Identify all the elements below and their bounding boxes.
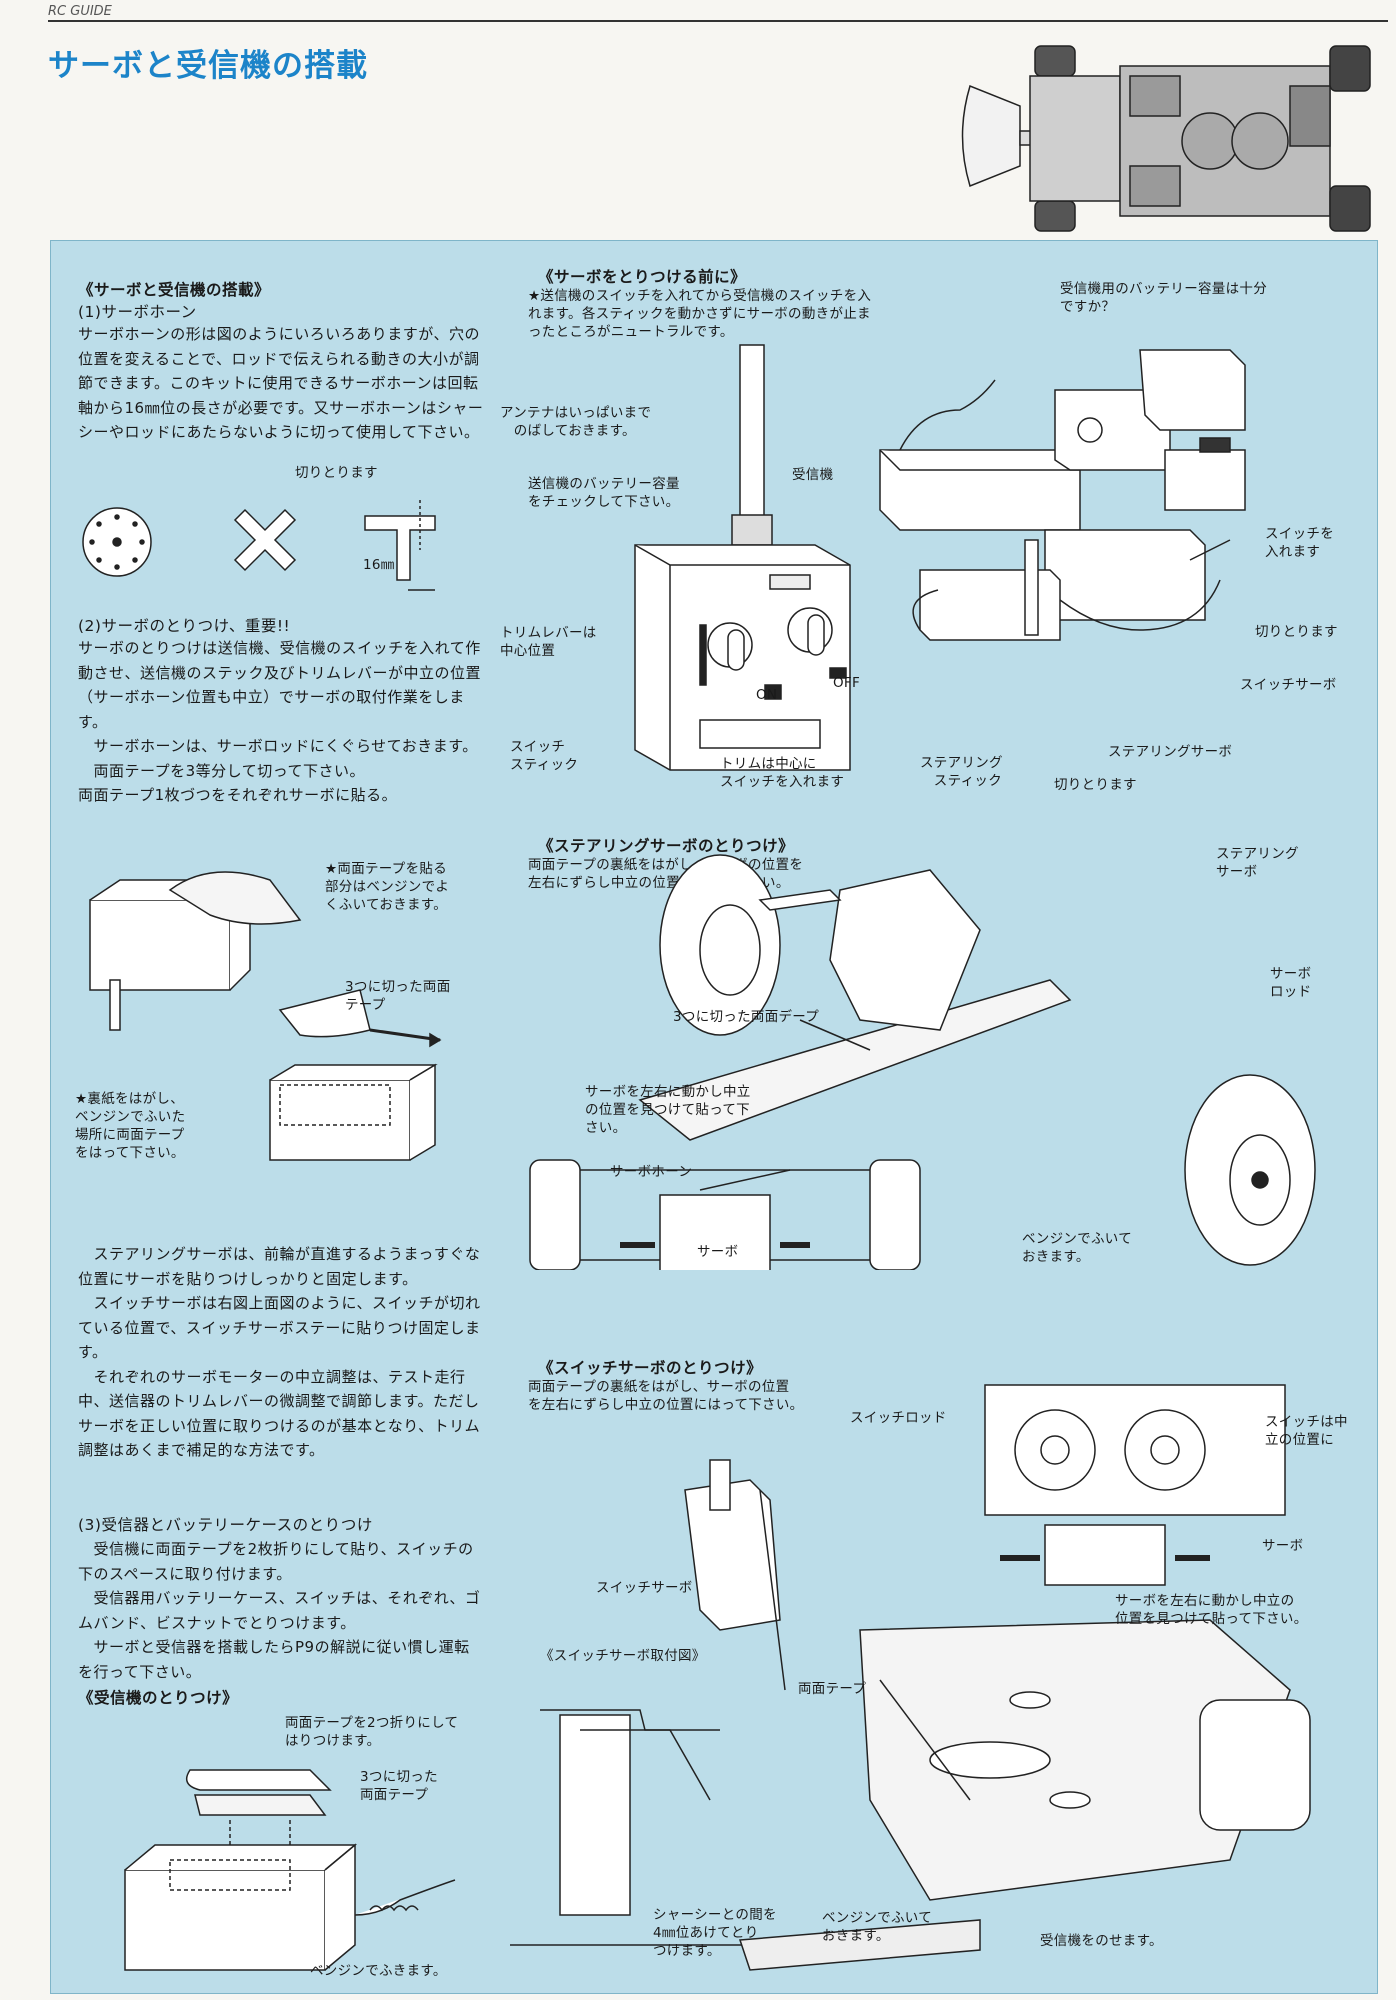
tape-cut-label: 3つに切った両面 テープ [345, 979, 451, 1013]
off-label: OFF [833, 675, 861, 691]
switch-on-label: スイッチを 入れます [1265, 526, 1334, 560]
cut-label-2: 切りとります [1054, 777, 1137, 793]
steering-servo-figure: ステアリング サーボ サーボ ロッド 3つに切った両面デープ サーボを左右に動か… [510, 840, 1370, 1270]
switch-servo-text: 両面テープの裏紙をはがし、サーボの位置 を左右にずらし中立の位置にはって下さい。 [528, 1379, 804, 1413]
receiver-fold-label: 両面テープを2つ折りにして はりつけます。 [285, 1715, 459, 1749]
servo-label: サーボ [697, 1244, 739, 1260]
steering-servo-label: ステアリングサーボ [1108, 744, 1233, 760]
tape-label: 両面テープ [798, 1681, 867, 1697]
servo-alignment-text: ステアリングサーボは、前輪が直進するようまっすぐな位置にサーボを貼りつけしっかり… [78, 1245, 481, 1459]
tape-wipe-note: ★両面テープを貼る 部分はベンジンでよ くふいておきます。 [325, 861, 450, 913]
header-rule [48, 20, 1388, 22]
servo-horn-text: サーボホーンの形は図のようにいろいろありますが、穴の位置を変えることで、ロッドで… [78, 325, 484, 441]
chassis-top-view-illustration [960, 36, 1380, 241]
benzine-label-2: ベンジンでふいて おきます。 [822, 1910, 932, 1944]
trim-lever-label: トリムレバーは 中心位置 [500, 625, 597, 659]
page-title: サーボと受信機の搭載 [48, 48, 368, 84]
section-heading-servo-horn: (1)サーボホーン [78, 303, 197, 321]
switch-servo-label-2: スイッチサーボ [596, 1580, 693, 1596]
servo-horn-types-figure: 切りとります 16㎜ [75, 465, 475, 610]
receiver-place-label: 受信機をのせます。 [1040, 1933, 1163, 1949]
section-heading-switch-servo: 《スイッチサーボのとりつけ》 [538, 1359, 763, 1377]
switch-servo-fig-label: 《スイッチサーボ取付図》 [540, 1648, 706, 1664]
switch-stick-label: スイッチ スティック [510, 739, 579, 773]
section-heading-receiver: (3)受信器とバッテリーケースのとりつけ [78, 1516, 373, 1534]
transmitter-receiver-figure: 受信機用のバッテリー容量は十分 ですか？ アンテナはいっぱいまで のばしておきま… [500, 281, 1370, 800]
steering-stick-label: ステアリング スティック [920, 755, 1003, 789]
servo-rod-label: サーボ ロッド [1270, 966, 1312, 1000]
receiver-install-text: 受信機に両面テープを2枚折りにして貼り、スイッチの下のスペースに取り付けます。 … [78, 1540, 481, 1681]
antenna-label: アンテナはいっぱいまで のばしておきます。 [500, 405, 652, 439]
switch-servo-figure: スイッチロッド スイッチは中 立の位置に サーボ スイッチサーボ サーボを左右に… [510, 1380, 1370, 1980]
receiver-label: 受信機 [792, 467, 834, 483]
section-heading-receiver-mount: 《受信機のとりつけ》 [78, 1689, 239, 1707]
cut-label-1: 切りとります [1255, 624, 1338, 640]
section-heading-servo-mount: 《サーボと受信機の搭載》 [78, 281, 271, 299]
tx-battery-label: 送信機のバッテリー容量 をチェックして下さい。 [528, 476, 680, 510]
double-sided-tape-figure: ★両面テープを貼る 部分はベンジンでよ くふいておきます。 3つに切った両面 テ… [75, 860, 480, 1180]
switch-servo-label: スイッチサーボ [1240, 677, 1337, 693]
horn-cut-label: 切りとります [295, 465, 378, 481]
benzine-label: ベンジンでふいて おきます。 [1022, 1231, 1132, 1265]
trim-center-label: トリムは中心に スイッチを入れます [720, 756, 845, 790]
tape-backing-note: ★裏紙をはがし、 ベンジンでふいた 場所に両面テープ をはって下さい。 [75, 1091, 186, 1161]
receiver-cut-label: 3つに切った 両面テープ [360, 1769, 438, 1803]
running-tag: RC GUIDE [48, 4, 112, 19]
servo-install-text: サーボのとりつけは送信機、受信機のスイッチを入れて作動させ、送信機のステック及び… [78, 639, 482, 804]
battery-capacity-label: 受信機用のバッテリー容量は十分 ですか？ [1060, 281, 1267, 315]
on-label: ON [756, 687, 778, 703]
section-heading-steering-servo: 《ステアリングサーボのとりつけ》 [538, 837, 795, 855]
receiver-wipe-label: ベンジンでふきます。 [310, 1963, 447, 1979]
horn-length-label: 16㎜ [363, 557, 395, 573]
servo-label-2: サーボ [1262, 1538, 1304, 1554]
neutral-find-label-2: サーボを左右に動かし中立の 位置を見つけて貼って下さい。 [1115, 1593, 1308, 1627]
receiver-mount-figure: 両面テープを2つ折りにして はりつけます。 3つに切った 両面テープ ベンジンで… [110, 1715, 490, 1990]
before-install-text: ★送信機のスイッチを入れてから受信機のスイッチを入 れます。各スティックを動かさ… [528, 288, 872, 340]
gap-label: シャーシーとの間を 4㎜位あけてとり つけます。 [653, 1907, 777, 1959]
section-heading-before-install: 《サーボをとりつける前に》 [538, 268, 747, 286]
switch-neutral-label: スイッチは中 立の位置に [1265, 1414, 1348, 1448]
servo-horn-label: サーボホーン [610, 1164, 693, 1180]
tape-three-label: 3つに切った両面デープ [673, 1009, 820, 1025]
switch-rod-label: スイッチロッド [850, 1410, 947, 1426]
neutral-find-label: サーボを左右に動かし中立 の位置を見つけて貼って下 さい。 [585, 1084, 751, 1136]
steering-servo-label-2: ステアリング サーボ [1216, 846, 1299, 880]
section-heading-servo-install: (2)サーボのとりつけ、重要!! [78, 617, 291, 635]
